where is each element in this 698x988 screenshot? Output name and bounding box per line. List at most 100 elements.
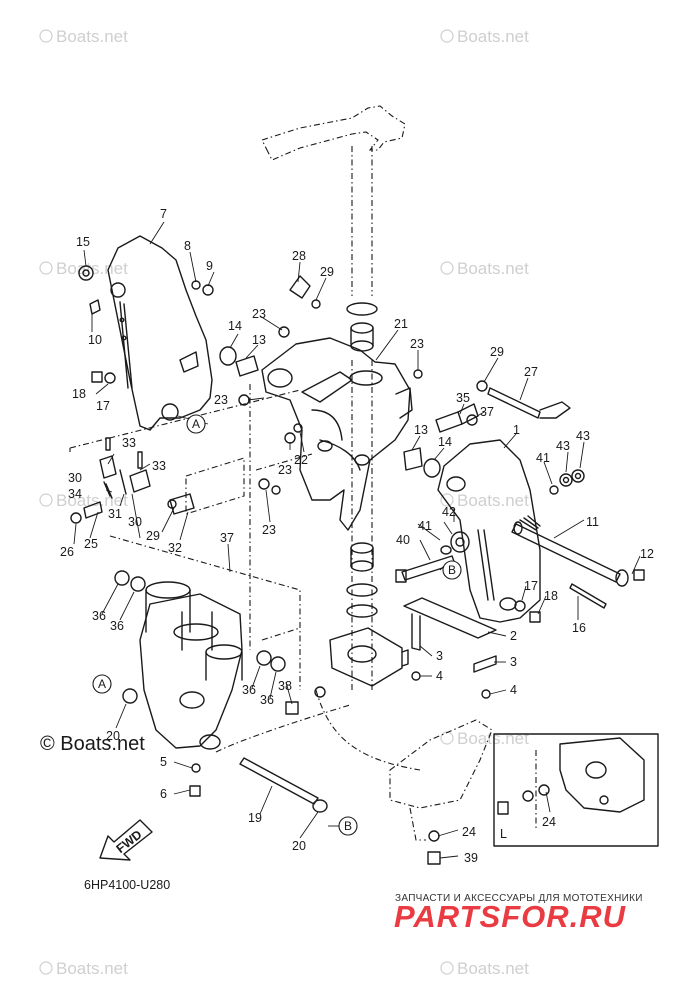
callout-41: 41 — [418, 519, 432, 533]
callout-11: 11 — [586, 515, 599, 529]
tilt-lock-parts — [70, 437, 195, 524]
circle-refs: A B A B — [92, 414, 462, 836]
callout-13: 13 — [414, 423, 428, 437]
callout-9: 9 — [206, 259, 213, 273]
watermarks: Boats.net Boats.net Boats.net Boats.net … — [39, 27, 529, 978]
svg-text:Boats.net: Boats.net — [56, 959, 128, 978]
watermark: Boats.net — [440, 959, 529, 978]
callout-4: 4 — [510, 683, 517, 697]
callout-37: 37 — [480, 405, 494, 419]
callout-20: 20 — [106, 729, 120, 743]
callout-5: 5 — [160, 755, 167, 769]
callout-3: 3 — [510, 655, 517, 669]
callout-23: 23 — [214, 393, 228, 407]
callout-14: 14 — [438, 435, 452, 449]
callout-25: 25 — [84, 537, 98, 551]
callout-14: 14 — [228, 319, 242, 333]
callout-18: 18 — [72, 387, 86, 401]
callout-13: 13 — [252, 333, 266, 347]
ref-b-bottom: B — [338, 816, 358, 836]
callout-36: 36 — [242, 683, 256, 697]
svg-text:B: B — [344, 819, 352, 833]
svg-text:Boats.net: Boats.net — [457, 729, 529, 748]
callout-34: 34 — [68, 487, 82, 501]
inset-detail — [493, 733, 659, 847]
callout-2: 2 — [510, 629, 517, 643]
callout-36: 36 — [260, 693, 274, 707]
callout-6: 6 — [160, 787, 167, 801]
clamp-bracket-left — [107, 235, 213, 431]
pin-19 — [239, 757, 328, 813]
callout-21: 21 — [394, 317, 408, 331]
callout-30: 30 — [68, 471, 82, 485]
callout-23: 23 — [252, 307, 266, 321]
callout-22: 22 — [294, 453, 308, 467]
fwd-arrow: FWD — [99, 819, 153, 861]
trim-plates — [403, 597, 497, 673]
diagram-code: 6HP4100-U280 — [84, 878, 171, 892]
callout-33: 33 — [152, 459, 166, 473]
steering-bushings — [346, 302, 378, 690]
ref-a-top: A — [186, 414, 206, 434]
callout-17: 17 — [96, 399, 110, 413]
callout-23: 23 — [410, 337, 424, 351]
callout-23: 23 — [278, 463, 292, 477]
callout-7: 7 — [160, 207, 167, 221]
callout-12: 12 — [640, 547, 654, 561]
tilt-tube — [511, 515, 629, 587]
callout-30: 30 — [128, 515, 142, 529]
svg-text:Boats.net: Boats.net — [56, 27, 128, 46]
callout-17: 17 — [524, 579, 538, 593]
bushings-13-14 — [219, 346, 479, 478]
svg-text:FWD: FWD — [114, 827, 145, 856]
callout-39: 39 — [464, 851, 478, 865]
callout-1: 1 — [513, 423, 520, 437]
power-trim-tilt-unit — [114, 570, 286, 750]
watermark: Boats.net — [440, 27, 529, 46]
leader-lines — [73, 221, 641, 859]
callout-31: 31 — [108, 507, 122, 521]
svg-text:Boats.net: Boats.net — [457, 959, 529, 978]
callout-28: 28 — [292, 249, 306, 263]
callout-29: 29 — [490, 345, 504, 359]
small-hardware — [78, 265, 645, 865]
callout-3: 3 — [436, 649, 443, 663]
ref-a-left: A — [92, 674, 112, 694]
callout-43: 43 — [576, 429, 590, 443]
callout-35: 35 — [456, 391, 470, 405]
svg-text:A: A — [192, 417, 200, 431]
callout-24: 24 — [542, 815, 556, 829]
brand-logo[interactable]: PARTSFOR.RU — [394, 899, 627, 934]
callout-40: 40 — [396, 533, 410, 547]
svg-text:Boats.net: Boats.net — [457, 259, 529, 278]
callout-33: 33 — [122, 436, 136, 450]
callout-26: 26 — [60, 545, 74, 559]
callout-41: 41 — [536, 451, 550, 465]
callout-36: 36 — [92, 609, 106, 623]
svg-text:Boats.net: Boats.net — [457, 27, 529, 46]
watermark: Boats.net — [39, 27, 128, 46]
callout-29: 29 — [146, 529, 160, 543]
callout-10: 10 — [88, 333, 102, 347]
callout-42: 42 — [442, 505, 456, 519]
guide-box — [69, 384, 313, 690]
swivel-bracket — [261, 337, 413, 531]
callout-20: 20 — [292, 839, 306, 853]
callout-36: 36 — [110, 619, 124, 633]
callout-8: 8 — [184, 239, 191, 253]
watermark: Boats.net — [39, 959, 128, 978]
callout-23: 23 — [262, 523, 276, 537]
callout-19: 19 — [248, 811, 262, 825]
copyright-text: © Boats.net — [40, 733, 145, 755]
watermark: Boats.net — [440, 259, 529, 278]
ref-b-right: B — [442, 560, 462, 580]
callout-4: 4 — [436, 669, 443, 683]
watermark: Boats.net — [440, 491, 529, 510]
svg-text:A: A — [98, 677, 106, 691]
lower-mount-plate — [329, 627, 409, 687]
lower-casing-outline — [215, 689, 493, 841]
tiller-handle-outline — [261, 105, 406, 296]
callout-29: 29 — [320, 265, 334, 279]
shaft-27 — [487, 387, 571, 419]
